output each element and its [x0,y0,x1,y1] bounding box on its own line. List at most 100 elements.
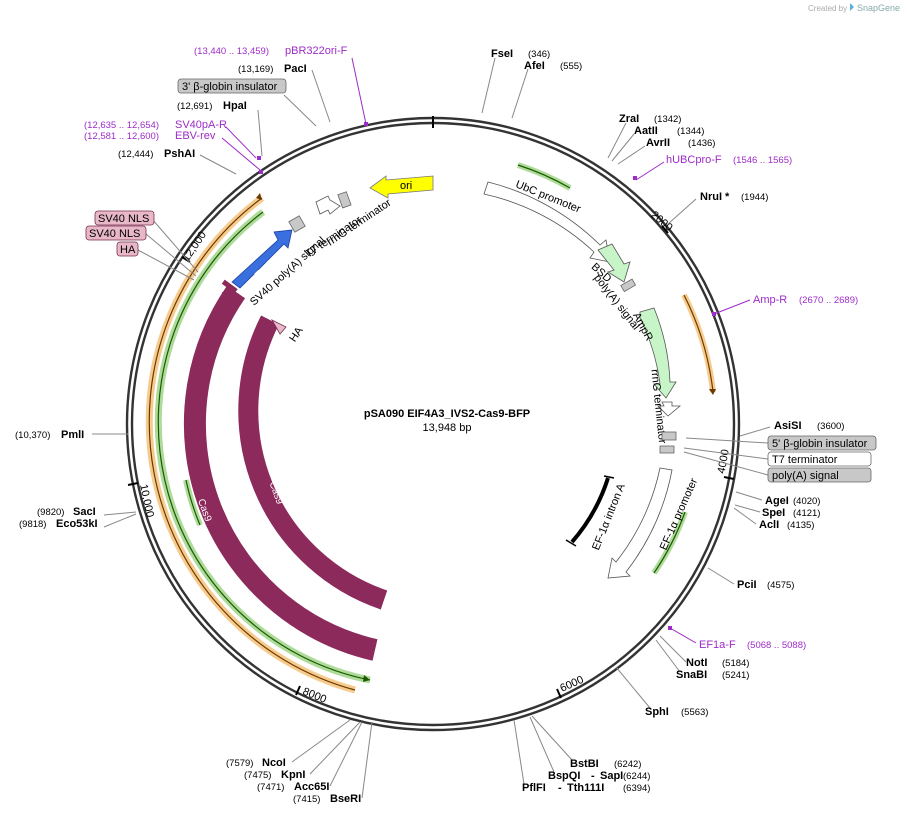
svg-text:4000: 4000 [716,448,732,474]
site-pshai-pos: (12,444) [118,149,153,160]
t7-terminator-arrow [315,195,341,215]
site-kpni-pos: (7475) [244,770,271,781]
plasmid-name: pSA090 EIF4A3_IVS2-Cas9-BFP [364,408,530,420]
rrng-right-arrow [657,401,682,417]
created-by-text: Created by [808,4,847,13]
site-eco53ki-pos: (9818) [19,519,46,530]
orf-arc-outer-orange-line [148,197,356,691]
site-bstbi: BstBI [570,758,599,770]
site-avrii: AvrII [646,137,670,149]
box-sv40nls-2 [85,225,147,241]
site-afei-pos: (555) [560,61,582,72]
site-afei: AfeI [524,60,545,72]
site-hpai: HpaI [223,100,247,112]
site-sphi: SphI [645,706,669,718]
site-pflfi-sep: - [558,782,562,794]
primer-pbr322ori-pos: (13,440 .. 13,459) [194,46,269,57]
ori-arrow [369,175,434,199]
primer-sv40pa: SV40pA-R [175,119,227,131]
ubc-promoter-arrow [483,181,611,263]
box-beta-globin-5 [767,435,877,451]
bsd-arrow [597,243,631,283]
rrng-terminator-box [337,191,352,209]
ori-label: ori [400,180,412,192]
site-bspqi: BspQI [548,770,580,782]
site-asisi: AsiSI [774,420,802,432]
plasmid-size: 13,948 bp [423,422,472,434]
ef1a-intron-label: EF-1α intron A [590,482,628,553]
orf-arc-right-orange [681,293,716,393]
primer-ebv-pos: (12,581 .. 12,600) [84,131,159,142]
tick-4000: 4000 [716,448,735,480]
site-sapi-pos: (6244) [623,771,650,782]
primer-hubcpro: hUBCpro-F [666,154,722,166]
tick-10000: 10,000 [127,482,156,519]
site-hpai-pos: (12,691) [177,101,212,112]
site-sapi: SapI [600,770,623,782]
polya-small-box [620,278,637,293]
site-zrai-pos: (1342) [654,114,681,125]
ef1a-intron-arc [570,477,610,544]
ha-feature-label: HA [287,324,306,344]
orf-arc-outer-green-line [157,211,371,681]
box-polya [767,467,872,483]
snapgene-brand: SnapGene [857,3,900,13]
cas9-outer-arc [183,285,378,661]
site-pcii-pos: (4575) [767,580,794,591]
site-zrai: ZraI [619,113,639,125]
ha-feature [270,319,287,335]
primer-ebv: EBV-rev [175,130,216,142]
box-beta-globin-3-label: 3' β-globin insulator [182,81,278,93]
site-agei-pos: (4020) [793,496,820,507]
ef1a-promoter-arrow [607,467,673,579]
site-bseri: BseRI [330,793,361,805]
primer-ef1a: EF1a-F [699,639,736,651]
site-saci: SacI [73,506,96,518]
primer-ef1a-pos: (5068 .. 5088) [747,640,806,651]
site-bseri-pos: (7415) [293,794,320,805]
site-acli-pos: (4135) [787,520,814,531]
box-polya-label: poly(A) signal [772,470,839,482]
site-ncoi: NcoI [262,757,286,769]
site-pcii: PciI [737,579,757,591]
site-fsei: FseI [491,48,513,60]
sv40-polya-box [288,215,306,233]
site-pshai: PshAI [164,148,195,160]
box-ha-label: HA [120,244,136,256]
site-asisi-pos: (3600) [817,421,844,432]
site-pflfi: PflFI [522,782,546,794]
primer-ampr: Amp-R [753,294,787,306]
site-aatii-pos: (1344) [677,126,704,137]
cas9-inner-arc [238,315,388,610]
site-tth111i: Tth111I [567,782,604,794]
site-tth111i-pos: (6394) [623,783,650,794]
box-beta-globin-5-label: 5' β-globin insulator [772,438,868,450]
box-ha [116,241,139,257]
site-acc65i: Acc65I [294,781,329,793]
site-noti: NotI [686,657,707,669]
box-t7-terminator-label: T7 terminator [772,454,838,466]
tick-8000: 8000 [295,685,328,706]
snapgene-logo-icon [850,3,854,11]
site-bspqi-sep: - [591,770,595,782]
box-sv40nls-2-label: SV40 NLS [89,228,140,240]
primer-hubcpro-pos: (1546 .. 1565) [733,155,792,166]
site-paci-pos: (13,169) [238,64,273,75]
box-t7-terminator [767,451,872,467]
site-aatii: AatII [634,125,658,137]
t7-small-box [659,445,675,454]
box-beta-globin-3 [177,78,287,94]
site-pmli-pos: (10,370) [15,430,50,441]
site-spei-pos: (4121) [793,508,820,519]
site-saci-pos: (9820) [37,507,64,518]
site-acli: AclI [759,519,779,531]
site-fsei-pos: (346) [528,49,550,60]
sv40-nls-feature [221,279,238,294]
primer-ampr-pos: (2670 .. 2689) [799,295,858,306]
site-sphi-pos: (5563) [681,707,708,718]
site-acc65i-pos: (7471) [257,782,284,793]
site-spei: SpeI [762,507,785,519]
tick-6000: 6000 [556,674,586,699]
site-snabi: SnaBI [676,669,707,681]
